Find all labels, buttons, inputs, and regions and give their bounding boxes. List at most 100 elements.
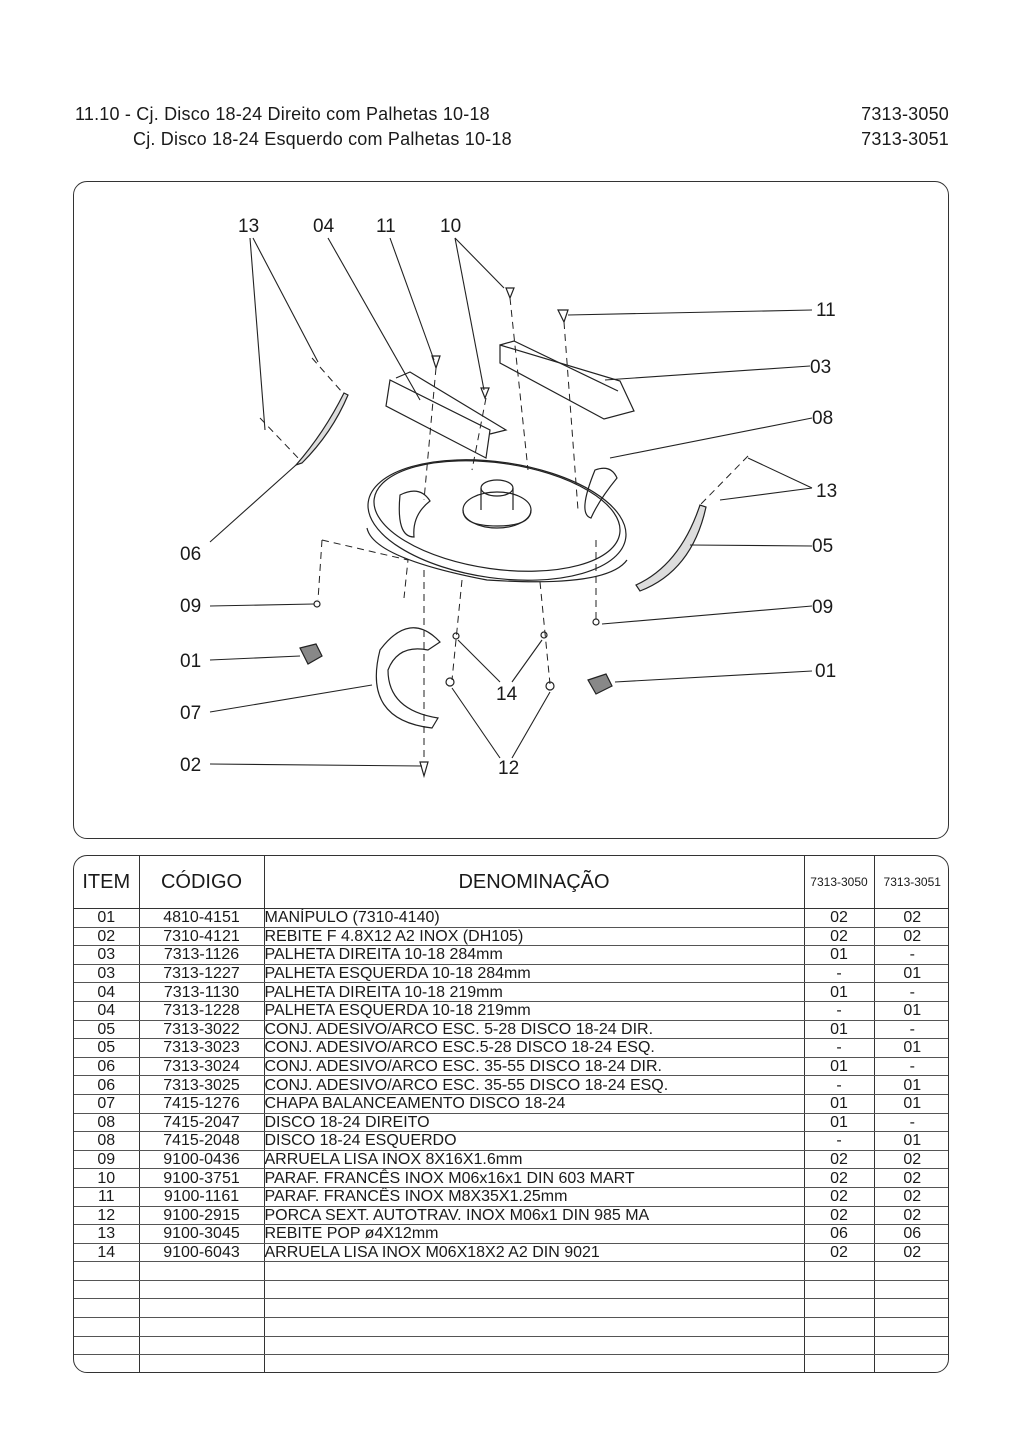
qty-3050-cell: 02 bbox=[804, 1206, 875, 1226]
col-header-description: DENOMINAÇÃO bbox=[264, 856, 805, 909]
parts-table: ITEM CÓDIGO DENOMINAÇÃO 7313-3050 7313-3… bbox=[74, 856, 948, 1372]
item-cell: 04 bbox=[74, 1001, 140, 1021]
description-cell: MANÍPULO (7310-4140) bbox=[264, 908, 805, 928]
code-cell: 4810-4151 bbox=[139, 908, 265, 928]
qty-3050-cell: - bbox=[804, 1131, 875, 1151]
disc bbox=[367, 459, 627, 581]
code-cell: 9100-3045 bbox=[139, 1224, 265, 1244]
description-cell: CHAPA BALANCEAMENTO DISCO 18-24 bbox=[264, 1094, 805, 1114]
callout-label: 13 bbox=[238, 216, 259, 237]
description-cell: REBITE F 4.8X12 A2 INOX (DH105) bbox=[264, 927, 805, 947]
description-cell: ARRUELA LISA INOX 8X16X1.6mm bbox=[264, 1150, 805, 1170]
title-line-2: Cj. Disco 18-24 Esquerdo com Palhetas 10… bbox=[133, 129, 512, 149]
table-row bbox=[74, 1261, 948, 1281]
item-cell: 12 bbox=[74, 1206, 140, 1226]
description-cell: DISCO 18-24 DIREITO bbox=[264, 1113, 805, 1133]
qty-3050-cell: 06 bbox=[804, 1224, 875, 1244]
qty-3051-cell: 01 bbox=[874, 1001, 948, 1021]
code-cell bbox=[139, 1354, 265, 1372]
item-cell: 06 bbox=[74, 1075, 140, 1095]
qty-3051-cell: 02 bbox=[874, 1206, 948, 1226]
code-cell bbox=[139, 1336, 265, 1356]
qty-3051-cell bbox=[874, 1298, 948, 1319]
qty-3051-cell: - bbox=[874, 1113, 948, 1133]
description-cell: CONJ. ADESIVO/ARCO ESC. 35-55 DISCO 18-2… bbox=[264, 1057, 805, 1077]
callout-label: 11 bbox=[816, 300, 836, 321]
callout-label: 05 bbox=[812, 536, 833, 557]
code-cell: 9100-0436 bbox=[139, 1150, 265, 1170]
item-cell: 07 bbox=[74, 1094, 140, 1114]
item-cell bbox=[74, 1298, 140, 1319]
qty-3050-cell: 01 bbox=[804, 1113, 875, 1133]
callout-label: 10 bbox=[440, 216, 461, 237]
item-cell: 01 bbox=[74, 908, 140, 928]
callout-label: 02 bbox=[180, 755, 201, 776]
code-cell bbox=[139, 1298, 265, 1319]
part-number-2: 7313-3051 bbox=[861, 129, 949, 149]
qty-3050-cell: 02 bbox=[804, 1243, 875, 1263]
qty-3050-cell bbox=[804, 1261, 875, 1281]
code-cell: 7313-3024 bbox=[139, 1057, 265, 1077]
exploded-view-frame bbox=[73, 181, 949, 839]
qty-3051-cell: 02 bbox=[874, 1187, 948, 1207]
item-cell bbox=[74, 1280, 140, 1300]
callout-label: 01 bbox=[180, 651, 201, 672]
description-cell: DISCO 18-24 ESQUERDO bbox=[264, 1131, 805, 1151]
parts-list-frame: ITEM CÓDIGO DENOMINAÇÃO 7313-3050 7313-3… bbox=[73, 855, 949, 1373]
item-cell: 05 bbox=[74, 1020, 140, 1040]
qty-3050-cell bbox=[804, 1336, 875, 1356]
callout-label: 09 bbox=[812, 597, 833, 618]
qty-3050-cell: - bbox=[804, 1038, 875, 1058]
qty-3051-cell: - bbox=[874, 945, 948, 965]
callout-label: 11 bbox=[376, 216, 396, 237]
part-number-1: 7313-3050 bbox=[861, 104, 949, 124]
item-cell: 06 bbox=[74, 1057, 140, 1077]
item-cell bbox=[74, 1354, 140, 1372]
col-header-qty-3051: 7313-3051 bbox=[874, 856, 948, 909]
code-cell: 7313-1130 bbox=[139, 982, 265, 1002]
qty-3050-cell: - bbox=[804, 964, 875, 984]
qty-3051-cell bbox=[874, 1317, 948, 1337]
qty-3050-cell: 02 bbox=[804, 908, 875, 928]
item-cell: 08 bbox=[74, 1131, 140, 1151]
qty-3050-cell: 01 bbox=[804, 982, 875, 1002]
description-cell: PARAF. FRANCÊS INOX M06x16x1 DIN 603 MAR… bbox=[264, 1168, 805, 1188]
qty-3050-cell: 01 bbox=[804, 1057, 875, 1077]
description-cell: PALHETA DIREITA 10-18 284mm bbox=[264, 945, 805, 965]
callout-label: 13 bbox=[816, 481, 837, 502]
code-cell bbox=[139, 1261, 265, 1281]
description-cell: PORCA SEXT. AUTOTRAV. INOX M06x1 DIN 985… bbox=[264, 1206, 805, 1226]
callout-label: 01 bbox=[815, 661, 836, 682]
item-cell: 03 bbox=[74, 945, 140, 965]
qty-3051-cell bbox=[874, 1336, 948, 1356]
qty-3051-cell: 01 bbox=[874, 1075, 948, 1095]
code-cell: 9100-2915 bbox=[139, 1206, 265, 1226]
qty-3050-cell: 02 bbox=[804, 1187, 875, 1207]
qty-3051-cell: 02 bbox=[874, 927, 948, 947]
description-cell bbox=[264, 1336, 805, 1356]
code-cell: 7313-1227 bbox=[139, 964, 265, 984]
qty-3051-cell bbox=[874, 1280, 948, 1300]
qty-3051-cell: - bbox=[874, 1020, 948, 1040]
code-cell: 7313-3025 bbox=[139, 1075, 265, 1095]
qty-3050-cell: 01 bbox=[804, 1094, 875, 1114]
qty-3051-cell: 02 bbox=[874, 908, 948, 928]
code-cell: 7313-3022 bbox=[139, 1020, 265, 1040]
table-row bbox=[74, 1317, 948, 1337]
code-cell: 9100-1161 bbox=[139, 1187, 265, 1207]
qty-3051-cell bbox=[874, 1354, 948, 1372]
col-header-code: CÓDIGO bbox=[139, 856, 265, 909]
item-cell: 09 bbox=[74, 1150, 140, 1170]
